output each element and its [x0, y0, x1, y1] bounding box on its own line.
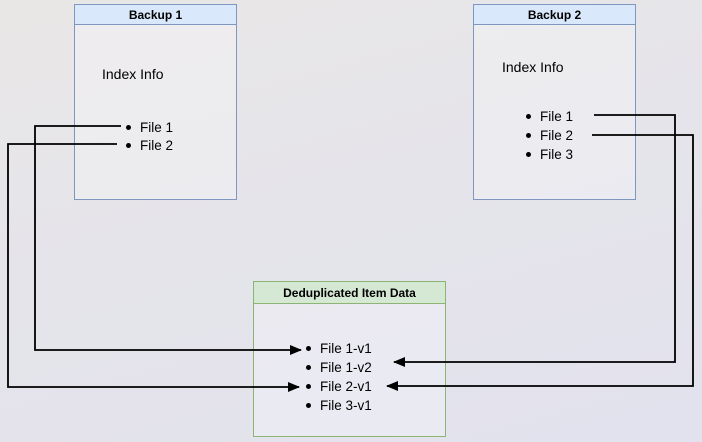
list-item-label: File 2-v1: [320, 379, 372, 394]
list-item: File 3-v1: [306, 396, 372, 415]
bullet-icon: [306, 346, 311, 351]
bullet-icon: [306, 403, 311, 408]
backup2-index-info-label: Index Info: [502, 59, 564, 75]
list-item-label: File 3-v1: [320, 398, 372, 413]
list-item-label: File 1: [540, 109, 574, 124]
list-item: File 1-v2: [306, 358, 372, 377]
list-item: File 1-v1: [306, 339, 372, 358]
list-item: File 1: [526, 107, 573, 126]
list-item-label: File 1-v2: [320, 360, 372, 375]
backup1-box: Backup 1 Index Info File 1 File 2: [74, 4, 237, 200]
backup1-index-info-label: Index Info: [102, 66, 164, 82]
bullet-icon: [526, 133, 531, 138]
bullet-icon: [526, 114, 531, 119]
dedup-title: Deduplicated Item Data: [283, 285, 416, 300]
backup2-box: Backup 2 Index Info File 1 File 2 File 3: [473, 4, 636, 200]
backup2-title: Backup 2: [527, 7, 582, 22]
dedup-header: Deduplicated Item Data: [254, 282, 445, 304]
backup2-header: Backup 2: [474, 5, 635, 25]
list-item-label: File 2: [140, 137, 174, 153]
bullet-icon: [126, 142, 131, 148]
list-item: File 2: [126, 136, 173, 154]
list-item: File 2: [526, 126, 573, 145]
list-item-label: File 1: [140, 119, 174, 135]
bullet-icon: [306, 365, 311, 370]
backup1-header: Backup 1: [75, 5, 236, 25]
list-item: File 2-v1: [306, 377, 372, 396]
list-item-label: File 3: [540, 147, 574, 162]
backup2-file-list: File 1 File 2 File 3: [526, 107, 573, 164]
bullet-icon: [526, 152, 531, 157]
list-item: File 1: [126, 118, 173, 136]
backup1-title: Backup 1: [128, 7, 183, 22]
bullet-icon: [126, 124, 131, 130]
list-item-label: File 1-v1: [320, 341, 372, 356]
backup1-file-list: File 1 File 2: [126, 118, 173, 154]
list-item: File 3: [526, 145, 573, 164]
list-item-label: File 2: [540, 128, 574, 143]
bullet-icon: [306, 384, 311, 389]
